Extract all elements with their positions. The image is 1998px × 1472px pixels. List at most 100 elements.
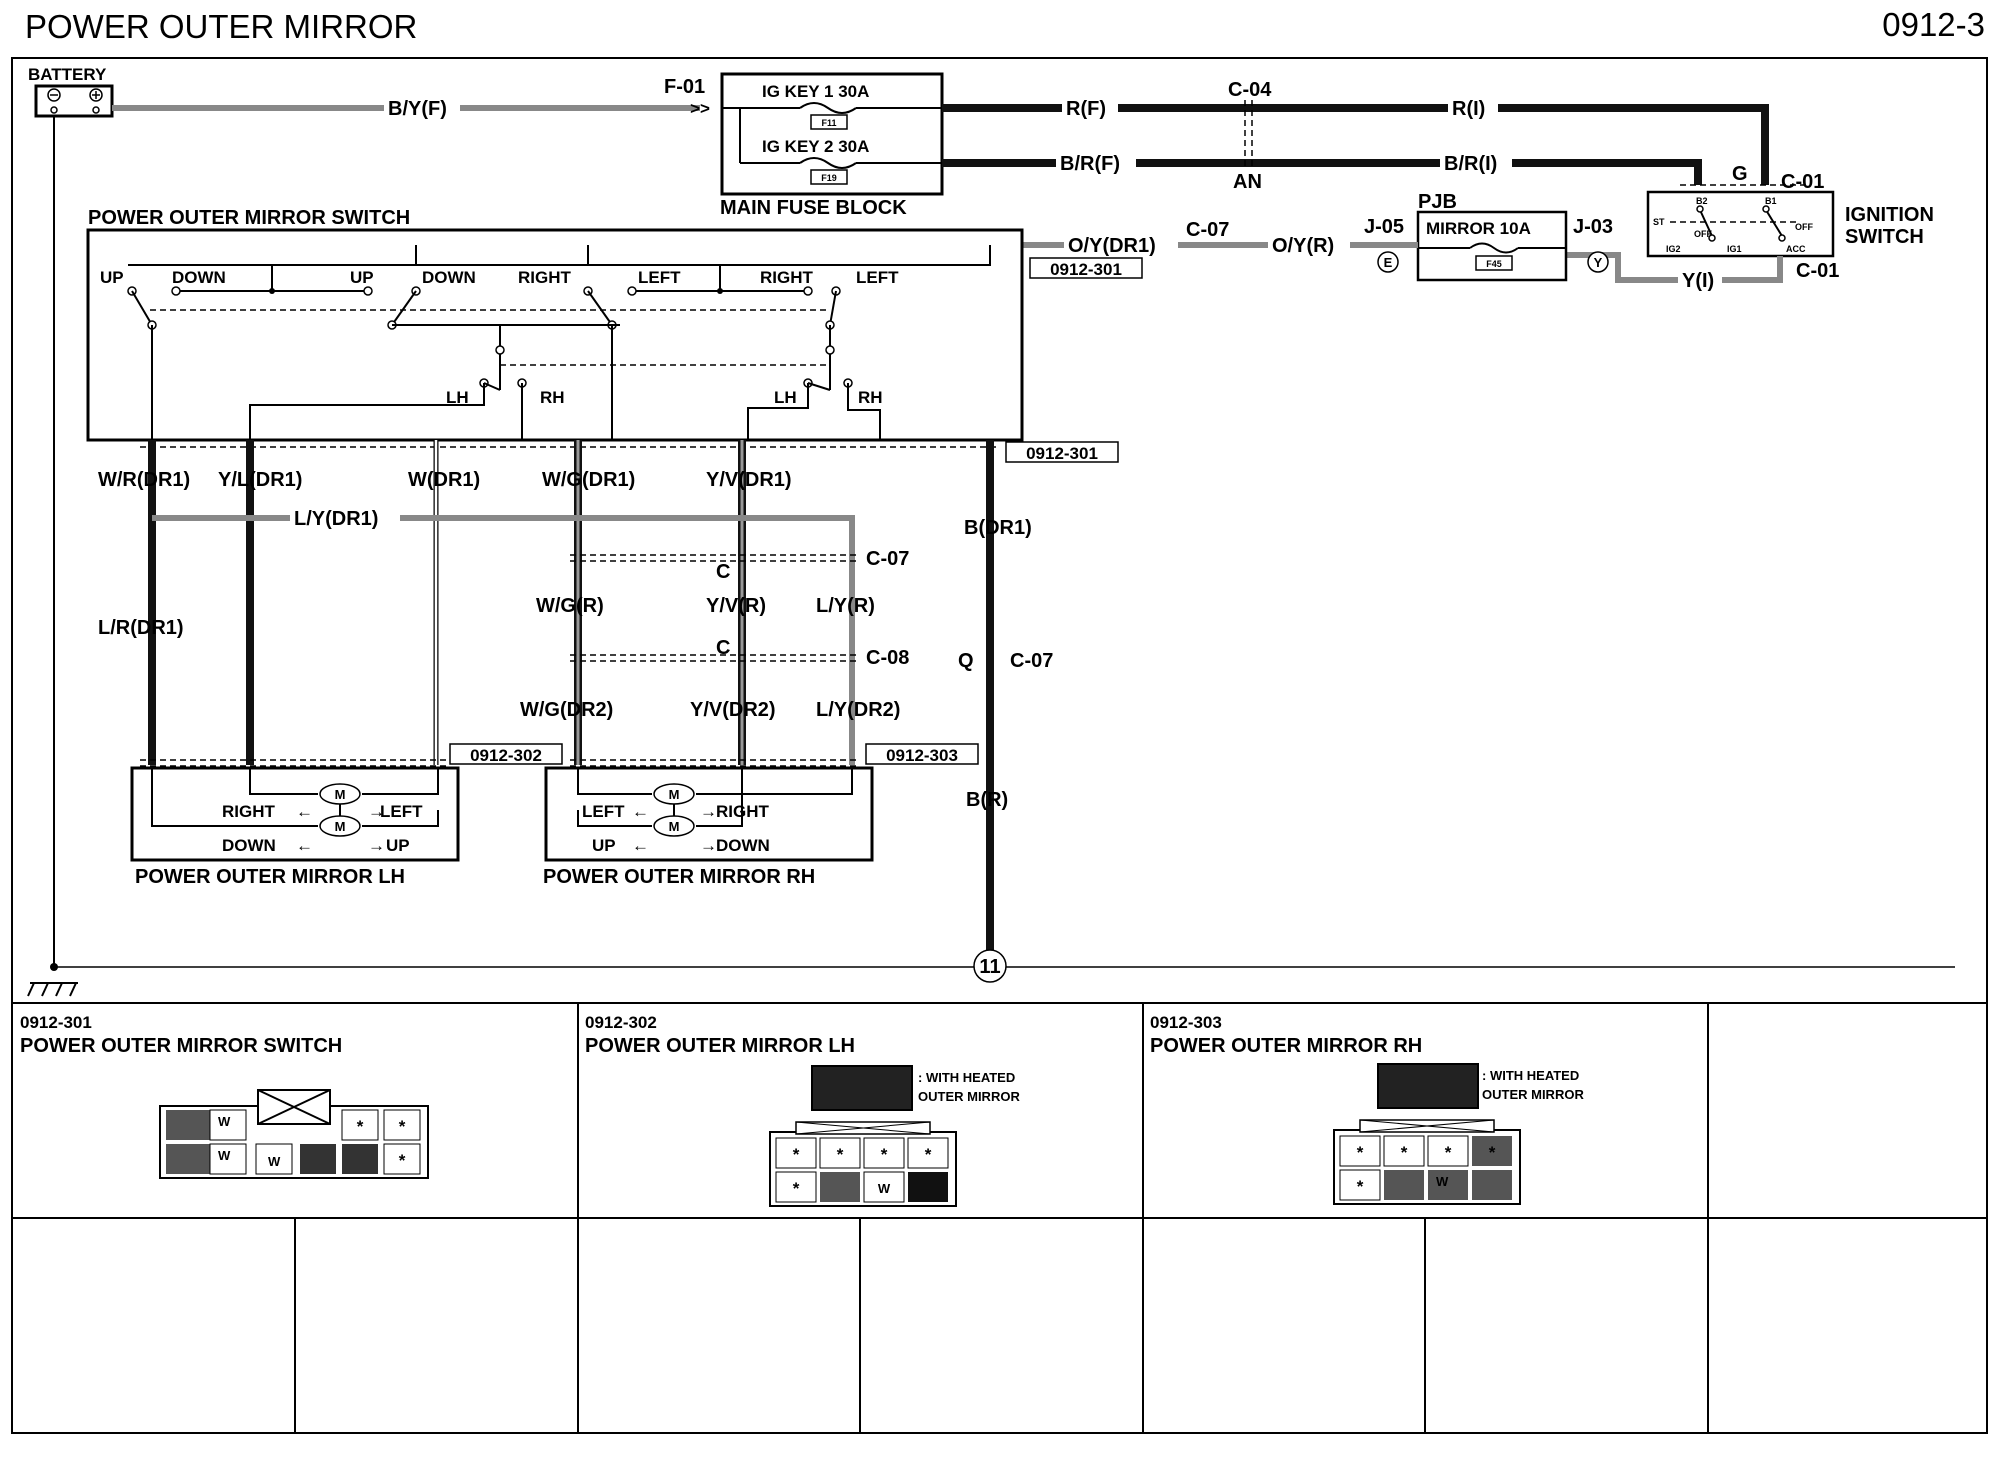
svg-text:←: ←: [296, 802, 313, 821]
conn-c07-ground: C-07: [1010, 650, 1053, 672]
svg-text:W: W: [268, 1154, 281, 1169]
mirror-lh-label: POWER OUTER MIRROR LH: [135, 866, 405, 888]
svg-text:LEFT: LEFT: [856, 268, 899, 287]
conn-c08: C-08: [866, 647, 909, 669]
heated-mirror-legend-swatch: [811, 1065, 913, 1111]
mirror-lh-box: M M: [130, 766, 460, 862]
ref-0912-301-bottom: 0912-301: [1026, 444, 1098, 463]
svg-text:*: *: [1401, 1143, 1408, 1162]
svg-text:W: W: [878, 1181, 891, 1196]
ignition-switch-label: IGNITION: [1845, 204, 1934, 226]
svg-text:←: ←: [632, 802, 649, 821]
svg-text:OUTER MIRROR: OUTER MIRROR: [1482, 1087, 1584, 1102]
svg-text:LEFT: LEFT: [380, 802, 423, 821]
svg-text:Y: Y: [1594, 255, 1603, 270]
page-title: POWER OUTER MIRROR: [25, 8, 417, 45]
conn-c07-mid: C-07: [866, 548, 909, 570]
main-fuse-block: IG KEY 1 30A F11 IG KEY 2 30A F19: [720, 72, 944, 196]
svg-text:W/G(DR1): W/G(DR1): [542, 469, 635, 491]
svg-text:*: *: [399, 1151, 406, 1170]
svg-text:LEFT: LEFT: [638, 268, 681, 287]
svg-text:RIGHT: RIGHT: [222, 802, 276, 821]
svg-text:B/R(F): B/R(F): [1060, 153, 1120, 175]
svg-text:ST: ST: [1653, 217, 1665, 227]
svg-text:M: M: [669, 819, 680, 834]
heated-mirror-legend-swatch-rh: [1377, 1063, 1479, 1109]
svg-text:C-01: C-01: [1781, 171, 1824, 193]
svg-text:←: ←: [632, 836, 649, 855]
svg-text:O/Y(DR1): O/Y(DR1): [1068, 235, 1156, 257]
svg-text:Q: Q: [958, 650, 974, 672]
svg-text:L/Y(DR1): L/Y(DR1): [294, 508, 378, 530]
svg-text:*: *: [793, 1145, 800, 1164]
connector-302-face: [769, 1121, 957, 1207]
svg-text:LEFT: LEFT: [582, 802, 625, 821]
svg-text:B(DR1): B(DR1): [964, 517, 1032, 539]
svg-text:11: 11: [979, 956, 1000, 978]
conn-f01: F-01: [664, 76, 705, 98]
svg-text:C: C: [716, 561, 730, 583]
svg-text:→: →: [368, 802, 385, 821]
svg-text:DOWN: DOWN: [716, 836, 770, 855]
cell-303-code: 0912-303: [1150, 1013, 1222, 1032]
svg-text:UP: UP: [350, 268, 374, 287]
svg-text:IG2: IG2: [1666, 244, 1681, 254]
battery: BATTERY: [28, 65, 114, 118]
svg-text:*: *: [837, 1145, 844, 1164]
wire-br-f: [942, 159, 1702, 185]
svg-text:F11: F11: [821, 118, 836, 128]
svg-text:Y/V(DR1): Y/V(DR1): [706, 469, 792, 491]
svg-text:ACC: ACC: [1786, 244, 1806, 254]
svg-text:O/Y(R): O/Y(R): [1272, 235, 1334, 257]
svg-text:: WITH HEATED: : WITH HEATED: [1482, 1068, 1579, 1083]
svg-text:OUTER MIRROR: OUTER MIRROR: [918, 1089, 1020, 1104]
svg-text:RIGHT: RIGHT: [518, 268, 572, 287]
svg-text:: WITH HEATED: : WITH HEATED: [918, 1070, 1015, 1085]
connector-301-face: [159, 1089, 429, 1179]
svg-text:F45: F45: [1486, 259, 1502, 269]
label-by-f: B/Y(F): [388, 98, 447, 120]
svg-text:Y/L(DR1): Y/L(DR1): [218, 469, 302, 491]
cell-302-code: 0912-302: [585, 1013, 657, 1032]
svg-text:RH: RH: [540, 388, 565, 407]
cell-303-name: POWER OUTER MIRROR RH: [1150, 1035, 1422, 1057]
page-code: 0912-3: [1882, 6, 1985, 43]
svg-text:Y(I): Y(I): [1682, 270, 1714, 292]
svg-text:DOWN: DOWN: [172, 268, 226, 287]
svg-text:C: C: [716, 637, 730, 659]
svg-text:→: →: [700, 836, 717, 855]
conn-c04: C-04: [1228, 79, 1272, 101]
svg-text:*: *: [1357, 1177, 1364, 1196]
mirror-switch-label: POWER OUTER MIRROR SWITCH: [88, 207, 410, 229]
svg-text:E: E: [1384, 255, 1393, 270]
svg-text:DOWN: DOWN: [422, 268, 476, 287]
svg-text:W: W: [1436, 1174, 1449, 1189]
svg-text:*: *: [399, 1117, 406, 1136]
svg-text:W: W: [218, 1148, 231, 1163]
conn-j03: J-03: [1573, 216, 1613, 238]
svg-text:C-01: C-01: [1796, 260, 1839, 282]
svg-text:AN: AN: [1233, 171, 1262, 193]
svg-text:G: G: [1732, 163, 1748, 185]
svg-text:W/G(DR2): W/G(DR2): [520, 699, 613, 721]
ref-0912-303: 0912-303: [886, 746, 958, 765]
svg-text:→: →: [368, 836, 385, 855]
svg-text:R(I): R(I): [1452, 98, 1485, 120]
main-fuse-block-label: MAIN FUSE BLOCK: [720, 197, 907, 219]
svg-text:B2: B2: [1696, 196, 1708, 206]
mirror-switch-box: [86, 228, 1024, 442]
svg-text:*: *: [357, 1117, 364, 1136]
svg-text:OFF: OFF: [1694, 229, 1712, 239]
pjb-fuse-box: MIRROR 10A F45: [1416, 210, 1568, 282]
ground-symbol: [27, 982, 78, 997]
svg-text:UP: UP: [592, 836, 616, 855]
svg-text:→: →: [700, 802, 717, 821]
ground-point-11: [973, 949, 1007, 983]
cell-302-name: POWER OUTER MIRROR LH: [585, 1035, 855, 1057]
cell-301-name: POWER OUTER MIRROR SWITCH: [20, 1035, 342, 1057]
svg-text:←: ←: [296, 836, 313, 855]
pjb-label: PJB: [1418, 191, 1457, 213]
svg-text:M: M: [335, 819, 346, 834]
conn-c07-top: C-07: [1186, 219, 1229, 241]
svg-text:*: *: [793, 1179, 800, 1198]
